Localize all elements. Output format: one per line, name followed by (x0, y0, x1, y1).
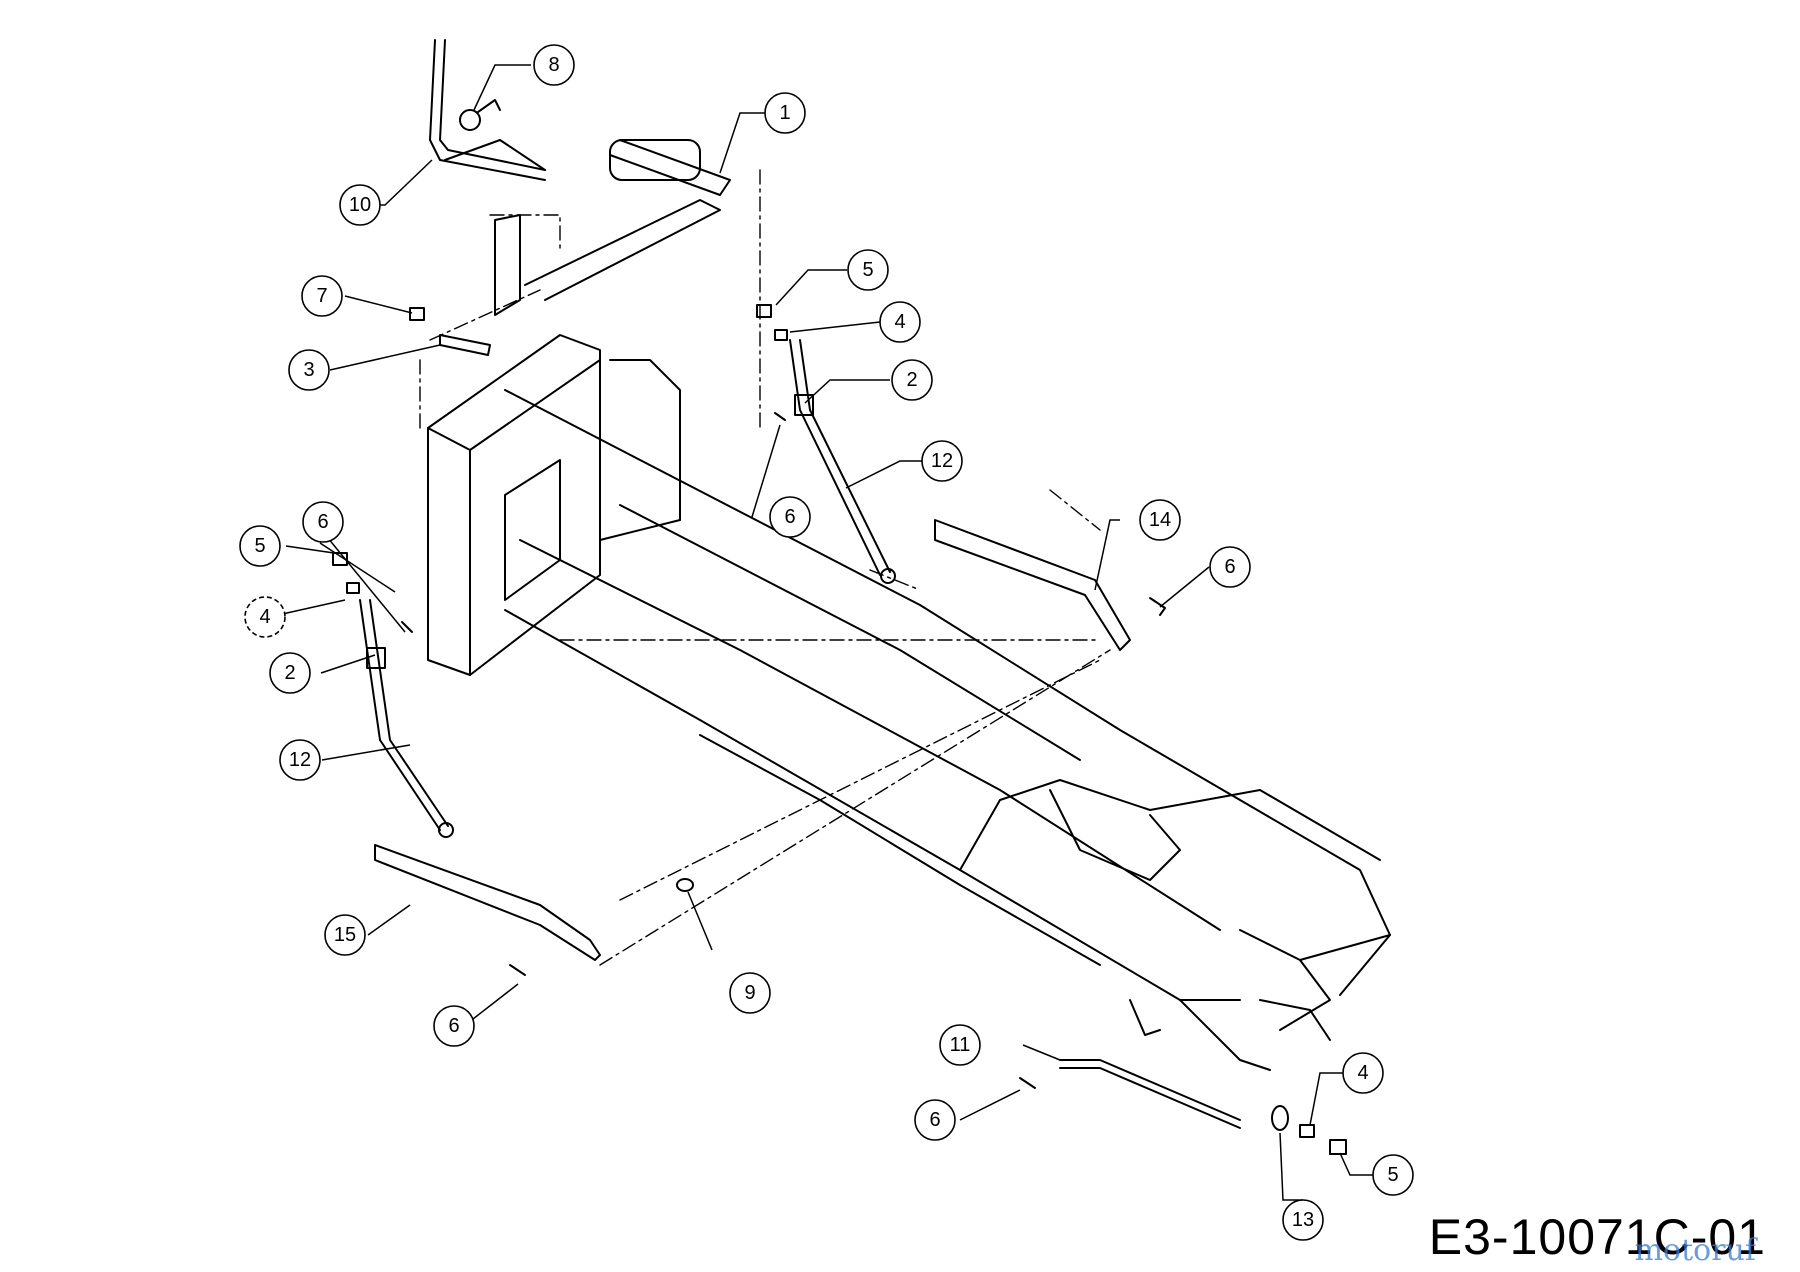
callout-4: 4 (244, 596, 286, 638)
callout-4: 4 (1342, 1052, 1384, 1094)
frame-rail (504, 389, 1391, 1071)
callout-circle (921, 440, 963, 482)
callout-label: 5 (254, 535, 265, 557)
callout-label: 12 (289, 749, 311, 771)
callout-label: 9 (744, 982, 755, 1004)
callout-circle (1372, 1154, 1414, 1196)
callout-circle (339, 184, 381, 226)
callout-label: 8 (548, 54, 559, 76)
callout-label: 15 (334, 924, 356, 946)
callout-12: 12 (921, 440, 963, 482)
callout-4: 4 (879, 301, 921, 343)
part-fasteners-upper (409, 307, 491, 356)
callout-14: 14 (1139, 499, 1181, 541)
callout-label: 2 (906, 369, 917, 391)
callout-circle (729, 972, 771, 1014)
callout-circle (302, 501, 344, 543)
callout-8: 8 (533, 44, 575, 86)
callout-label: 4 (259, 606, 270, 628)
callout-1: 1 (764, 92, 806, 134)
callout-label: 6 (317, 511, 328, 533)
callout-5: 5 (1372, 1154, 1414, 1196)
callout-circle (301, 275, 343, 317)
part-lift-link-right (789, 339, 896, 584)
callout-circle (533, 44, 575, 86)
callout-circle (1282, 1199, 1324, 1241)
callout-label: 13 (1292, 1209, 1314, 1231)
callout-label: 12 (931, 450, 953, 472)
callout-label: 5 (862, 259, 873, 281)
alignment-lines (419, 169, 1111, 966)
callout-15: 15 (324, 914, 366, 956)
part-handle (429, 39, 546, 181)
callout-3: 3 (288, 349, 330, 391)
callout-circle (939, 1024, 981, 1066)
part-spring (459, 99, 501, 131)
callout-circle (1139, 499, 1181, 541)
callout-label: 6 (1224, 556, 1235, 578)
callout-circle (279, 739, 321, 781)
callout-circle (891, 359, 933, 401)
callout-2: 2 (269, 652, 311, 694)
callout-label: 4 (1357, 1062, 1368, 1084)
part-lift-link-left (359, 599, 454, 838)
callout-circle (324, 914, 366, 956)
callout-label: 10 (349, 194, 371, 216)
part-bar-left (374, 844, 601, 961)
callout-circle (269, 652, 311, 694)
callout-13: 13 (1282, 1199, 1324, 1241)
callout-circle (914, 1099, 956, 1141)
callout-label: 2 (284, 662, 295, 684)
part-small-hardware (332, 304, 1347, 1155)
callout-label: 6 (448, 1015, 459, 1037)
callout-label: 4 (894, 311, 905, 333)
callout-9: 9 (729, 972, 771, 1014)
callout-circle (433, 1005, 475, 1047)
callout-6: 6 (302, 501, 344, 543)
callout-circle (288, 349, 330, 391)
callout-label: 6 (784, 506, 795, 528)
callout-6: 6 (914, 1099, 956, 1141)
drawing-code: E3-10071C-01 (1428, 1209, 1766, 1265)
callout-2: 2 (891, 359, 933, 401)
callout-label: 5 (1387, 1164, 1398, 1186)
callout-label: 7 (316, 285, 327, 307)
callout-circle (1342, 1052, 1384, 1094)
callout-circle (769, 496, 811, 538)
callout-12: 12 (279, 739, 321, 781)
callout-circle (239, 525, 281, 567)
part-lift-lever (494, 139, 731, 316)
callout-6: 6 (433, 1005, 475, 1047)
front-bracket-tower (427, 334, 681, 676)
callout-7: 7 (301, 275, 343, 317)
callout-10: 10 (339, 184, 381, 226)
callout-circle (764, 92, 806, 134)
callout-label: 1 (779, 102, 790, 124)
callout-5: 5 (847, 249, 889, 291)
callout-circle (1209, 546, 1251, 588)
callout-5: 5 (239, 525, 281, 567)
callout-11: 11 (939, 1024, 981, 1066)
part-bar-right (934, 519, 1131, 651)
callout-circle (879, 301, 921, 343)
callout-circle (244, 596, 286, 638)
callout-6: 6 (769, 496, 811, 538)
callout-circle (847, 249, 889, 291)
callout-6: 6 (1209, 546, 1251, 588)
callout-label: 3 (303, 359, 314, 381)
callout-label: 14 (1149, 509, 1171, 531)
callout-label: 11 (950, 1034, 971, 1056)
callout-label: 6 (929, 1109, 940, 1131)
watermark: motoruf (1634, 1233, 1756, 1268)
part-rod (1059, 1059, 1241, 1129)
